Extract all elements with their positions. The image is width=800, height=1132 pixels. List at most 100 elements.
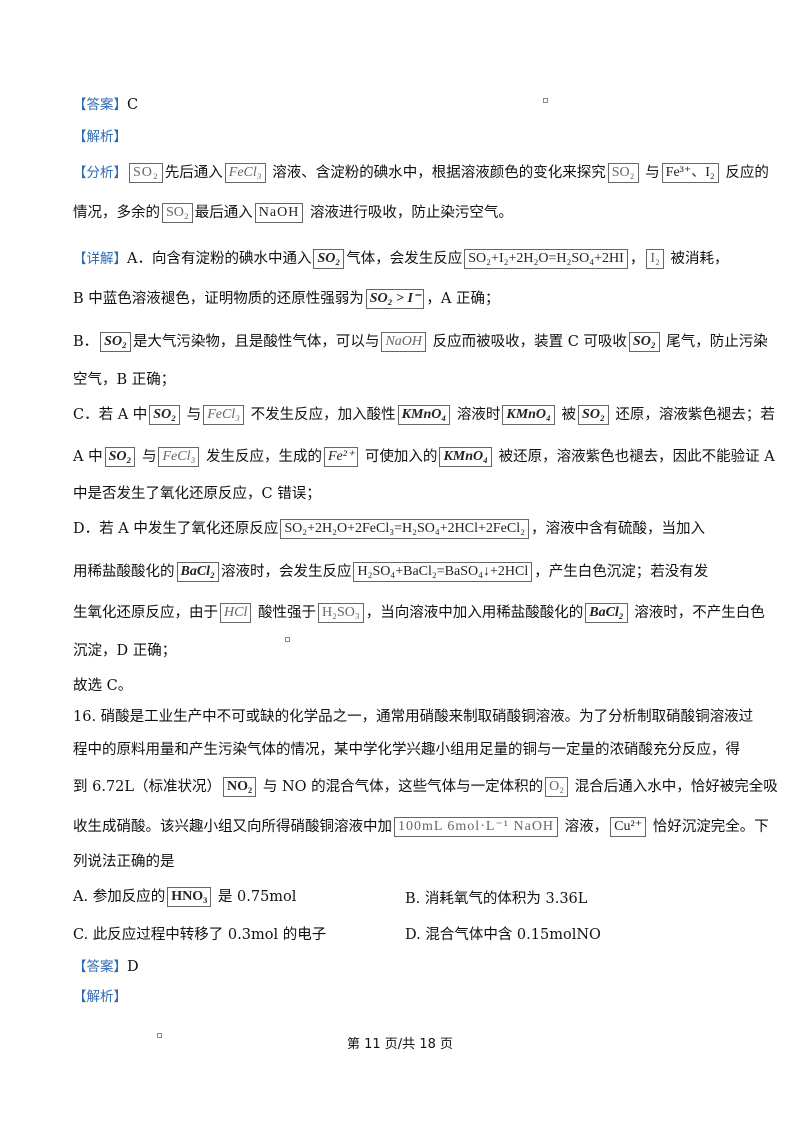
formula-box: I₂ (646, 249, 664, 269)
text-run: 反应的 (720, 165, 769, 181)
option-c-line-3: 中是否发生了氧化还原反应，C 错误； (73, 484, 321, 504)
text-run: 与 NO 的混合气体，这些气体与一定体积的 (258, 779, 544, 795)
answer-line: 【答案】C (73, 95, 138, 115)
text-run: 溶液、含淀粉的碘水中，根据溶液颜色的变化来探究 (267, 165, 606, 181)
formula-box: O₂ (545, 777, 569, 797)
formula-box: SO₂ (149, 405, 181, 425)
analysis-heading-2: 【解析】 (73, 987, 127, 1007)
text-run: 混合后通入水中，恰好被完全吸 (570, 779, 778, 795)
option-d-line-4: 沉淀，D 正确； (73, 641, 176, 661)
formula-box: NaOH (254, 203, 304, 223)
text-run: 与 (137, 449, 157, 465)
text-run: 气体，会发生反应 (346, 251, 463, 267)
formula-box: KMnO₄ (397, 405, 451, 425)
option-b-line-2: 空气，B 正确； (73, 370, 175, 390)
question-16-line-1: 16. 硝酸是工业生产中不可或缺的化学品之一，通常用硝酸来制取硝酸铜溶液。为了分… (73, 707, 753, 727)
formula-box: FeCl₃ (203, 405, 245, 425)
conclusion: 故选 C。 (73, 676, 132, 696)
text-run: D. 混合气体中含 0.15molNO (405, 927, 601, 943)
text-run: D．若 A 中发生了氧化还原反应 (73, 521, 279, 537)
text-run: 溶液时，会发生反应 (220, 564, 352, 580)
text-run: 不发生反应，加入酸性 (246, 407, 396, 423)
text-run: 溶液时 (452, 407, 501, 423)
text-run: 被还原，溶液紫色也褪去，因此不能验证 A (494, 449, 775, 465)
analysis-tag: 【解析】 (73, 129, 127, 145)
fenxi-tag: 【分析】 (73, 165, 127, 181)
text-run: 溶液进行吸收，防止染污空气。 (305, 205, 513, 221)
option-d: D. 混合气体中含 0.15molNO (405, 925, 601, 945)
formula-box: SO₂+I₂+2H₂O=H₂SO₄+2HI (464, 249, 628, 269)
text-run: 空气，B 正确； (73, 372, 176, 388)
formula-box: FeCl₃ (158, 447, 200, 467)
answer-tag: 【答案】 (73, 959, 127, 975)
option-b: B. 消耗氧气的体积为 3.36L (405, 889, 587, 909)
text-run: 酸性强于 (253, 605, 316, 621)
text-run: 反应而被吸收，装置 C 可吸收 (428, 334, 627, 350)
text-run: ，当向溶液中加入用稀盐酸酸化的 (365, 605, 584, 621)
formula-box: NaOH (381, 332, 426, 352)
option-c: C. 此反应过程中转移了 0.3mol 的电子 (73, 925, 326, 945)
formula-box: BaCl₂ (585, 603, 628, 623)
formula-box: HNO₃ (167, 887, 212, 907)
question-16-line-5: 列说法正确的是 (73, 852, 175, 872)
text-run: C．若 A 中 (73, 407, 148, 423)
text-run: B. 消耗氧气的体积为 3.36L (405, 891, 588, 907)
text-run: ，溶液中含有硫酸，当加入 (531, 521, 706, 537)
page-footer: 第 11 页/共 18 页 (347, 1037, 453, 1052)
text-run: 溶液， (560, 819, 609, 835)
answer-value: C (127, 97, 139, 113)
text-run: A．向含有淀粉的碘水中通入 (127, 251, 312, 267)
formula-box: SO₂+2H₂O+2FeCl₃=H₂SO₄+2HCl+2FeCl₂ (280, 519, 530, 539)
formula-box: SO₂ (578, 405, 609, 425)
formula-box: SO₂ (607, 163, 639, 183)
formula-box: KMnO₄ (502, 405, 555, 425)
answer-line-2: 【答案】D (73, 957, 139, 977)
text-run: 沉淀，D 正确； (73, 643, 177, 659)
formula-box: KMnO₄ (439, 447, 493, 467)
text-run: 收生成硝酸。该兴趣小组又向所得硝酸铜溶液中加 (73, 819, 392, 835)
text-run: 到 6.72L（标准状况） (73, 779, 222, 795)
text-run: 是大气污染物，且是酸性气体，可以与 (132, 334, 380, 350)
scan-mark (285, 637, 290, 642)
formula-box: H₂SO₄+BaCl₂=BaSO₄↓+2HCl (353, 562, 533, 582)
analysis-heading: 【解析】 (73, 127, 127, 147)
formula-box: SO₂ (313, 249, 345, 269)
text-run: 最后通入 (194, 205, 253, 221)
text-run: C. 此反应过程中转移了 0.3mol 的电子 (73, 927, 327, 943)
text-run: 中是否发生了氧化还原反应，C 错误； (73, 486, 321, 502)
formula-box: Cu²⁺ (610, 817, 647, 837)
text-run: 情况，多余的 (73, 205, 160, 221)
scan-mark (543, 98, 548, 103)
text-run: 与 (640, 165, 660, 181)
text-run: 生氧化还原反应，由于 (73, 605, 218, 621)
text-run: 溶液时，不产生白色 (629, 605, 765, 621)
formula-box: HCl (220, 603, 252, 623)
text-run: 被 (556, 407, 577, 423)
formula-box: SO₂ (628, 332, 660, 352)
text-run: 恰好沉淀完全。下 (648, 819, 769, 835)
answer-tag: 【答案】 (73, 97, 127, 113)
formula-box: BaCl₂ (176, 562, 219, 582)
text-run: 16. 硝酸是工业生产中不可或缺的化学品之一，通常用硝酸来制取硝酸铜溶液。为了分… (73, 709, 754, 725)
text-run: 被消耗， (665, 251, 729, 267)
formula-box: FeCl₃ (224, 163, 266, 183)
formula-box: SO₂ (129, 163, 163, 183)
text-run: 可使加入的 (360, 449, 438, 465)
formula-box: SO₂ (162, 203, 193, 223)
text-run: A. 参加反应的 (73, 889, 166, 905)
text-run: 还原，溶液紫色褪去；若 (610, 407, 775, 423)
formula-box: SO₂ > I⁻ (365, 289, 425, 309)
answer-value: D (127, 959, 139, 975)
formula-box: Fe²⁺ (323, 447, 359, 467)
